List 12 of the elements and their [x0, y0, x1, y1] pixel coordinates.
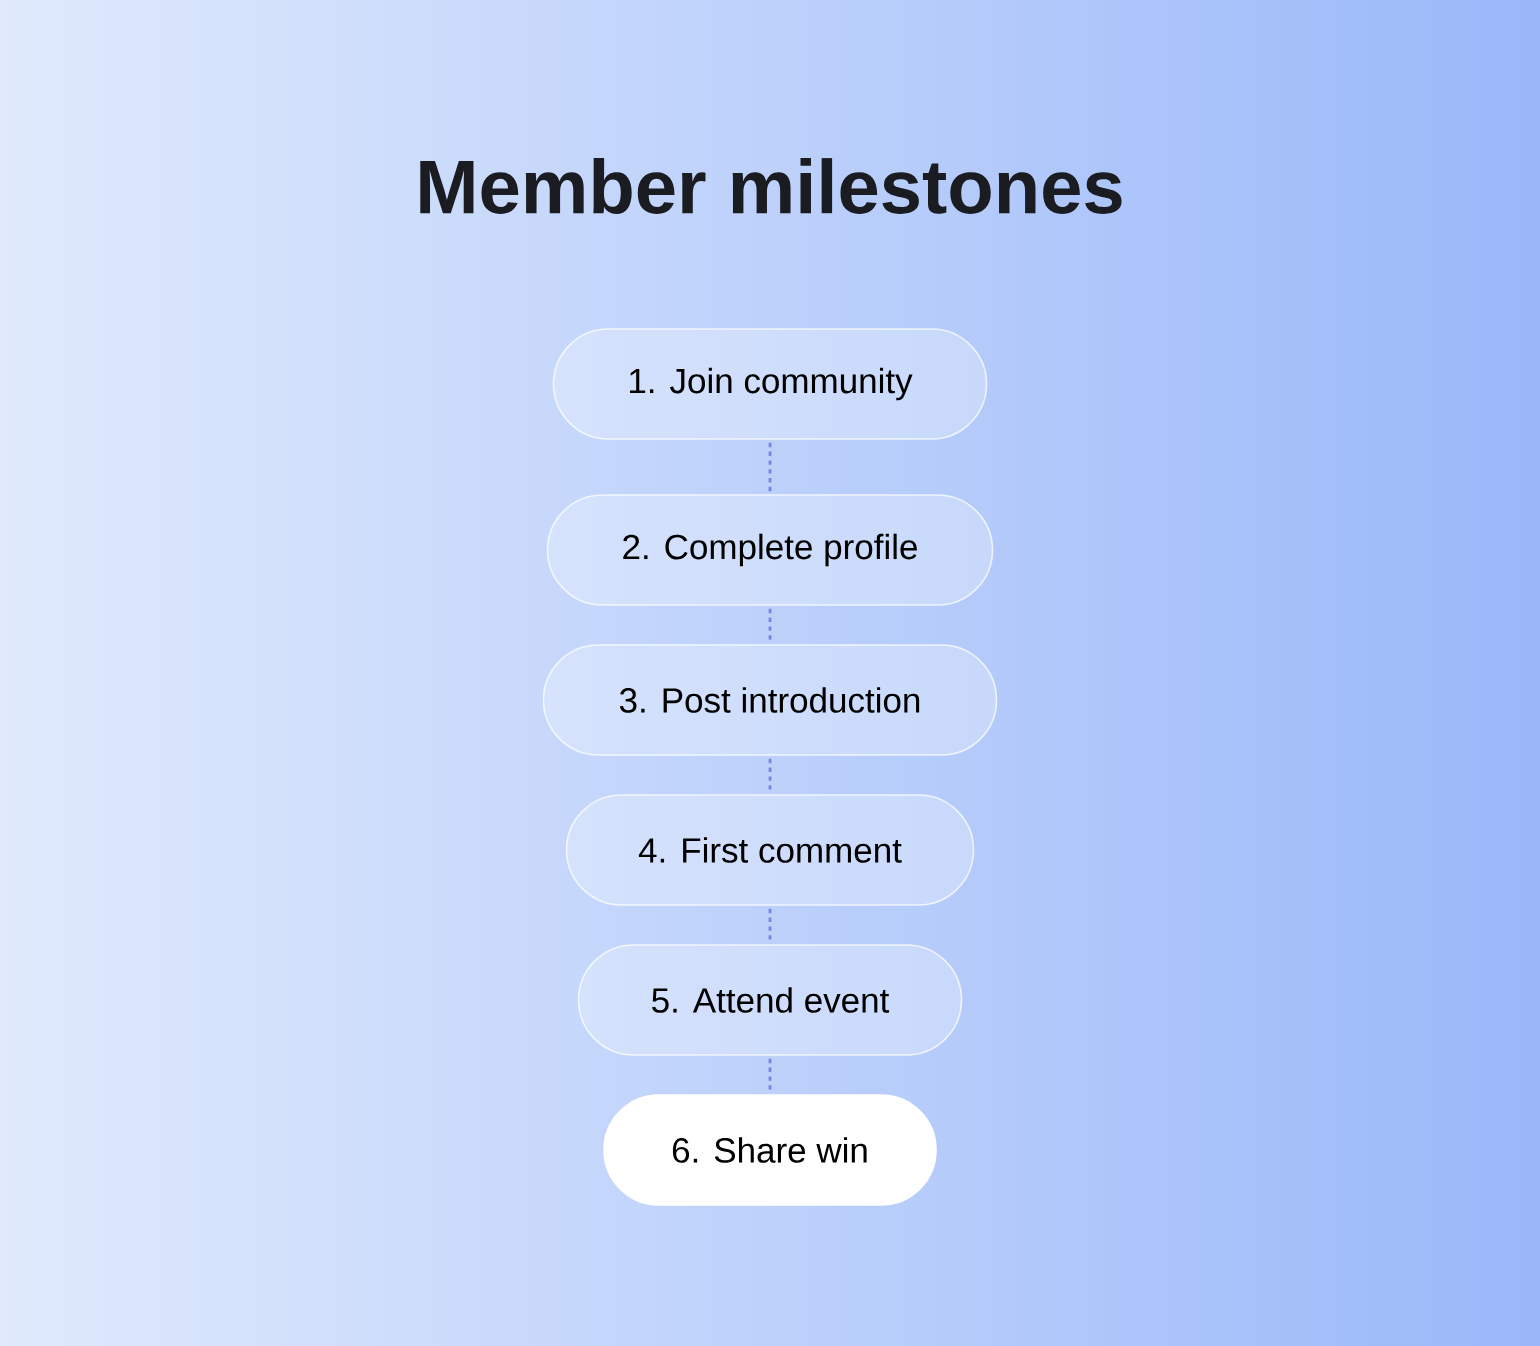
- title: Member milestones: [420, 158, 1122, 214]
- milestone-pill: 6. Share win: [603, 1094, 937, 1206]
- milestone-pill: 4. First comment: [565, 794, 975, 906]
- dotted-connector: [768, 908, 772, 942]
- milestone-pill: 1. Join community: [552, 328, 988, 440]
- dotted-connector: [768, 758, 772, 792]
- milestone-pill: 5. Attend event: [577, 944, 963, 1056]
- dotted-connector: [768, 442, 772, 492]
- dotted-connector: [768, 608, 772, 642]
- milestone-pill: 3. Post introduction: [542, 644, 998, 756]
- dotted-connector: [768, 1058, 772, 1092]
- milestone-pill: 2. Complete profile: [546, 494, 994, 606]
